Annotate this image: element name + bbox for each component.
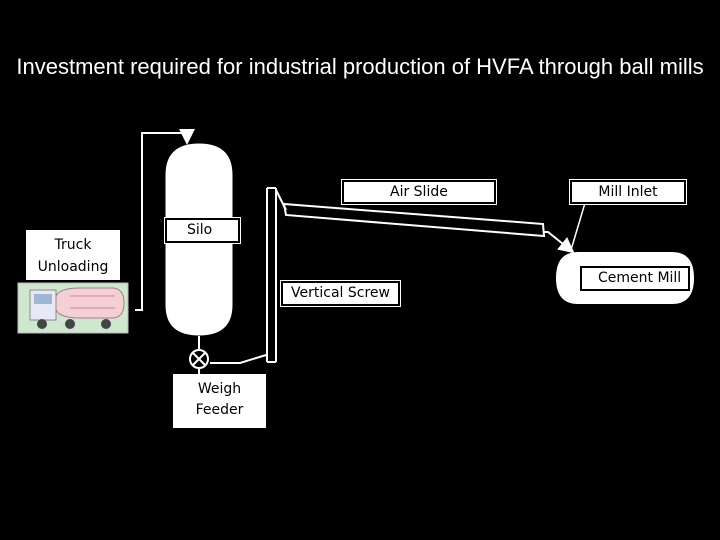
- valve-icon: [189, 349, 209, 369]
- air-slide-label-text: Air Slide: [390, 184, 448, 200]
- air-slide-conveyor: [282, 202, 546, 238]
- slide-title: Investment required for industrial produ…: [16, 54, 704, 79]
- truck-unloading-label: Truck Unloading: [26, 230, 120, 280]
- truck-icon: [17, 282, 129, 334]
- vertical-screw-label-text: Vertical Screw: [291, 285, 390, 301]
- mill-inlet-pointer: [570, 202, 586, 251]
- mill-inlet-label: Mill Inlet: [569, 179, 687, 205]
- mill-inlet-label-text: Mill Inlet: [598, 184, 658, 200]
- weigh-feeder-line-1: Weigh: [197, 381, 242, 397]
- truck-to-silo-pipe: [135, 129, 195, 311]
- weigh-feeder-line-2: Feeder: [195, 402, 244, 418]
- silo-label: Silo: [164, 217, 241, 244]
- truck-unloading-line-1: Truck: [54, 237, 92, 253]
- cement-mill-label-text: Cement Mill: [598, 270, 682, 286]
- airslide-to-mill-line: [544, 231, 575, 254]
- cement-mill-label: Cement Mill: [579, 265, 691, 292]
- air-slide-label: Air Slide: [341, 179, 497, 205]
- vertical-screw-label: Vertical Screw: [280, 280, 401, 307]
- weigh-feeder-label: Weigh Feeder: [173, 374, 266, 428]
- silo-label-text: Silo: [187, 222, 213, 238]
- feeder-to-screw-line: [210, 354, 267, 364]
- vertical-screw-tube: [266, 187, 277, 363]
- truck-unloading-line-2: Unloading: [37, 259, 109, 275]
